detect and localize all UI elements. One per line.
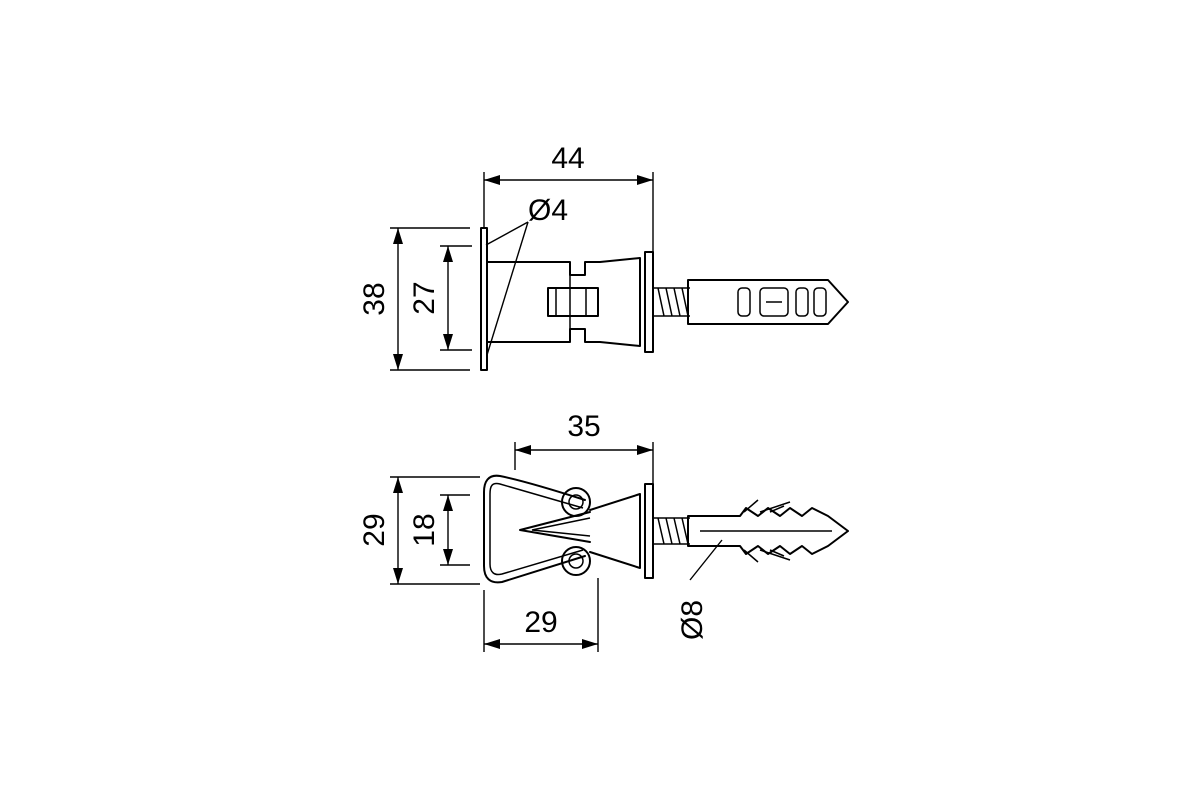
side-roller-bottom-hub <box>568 553 584 569</box>
dim-38-arrow-top <box>393 228 403 244</box>
top-base-plate <box>480 227 488 371</box>
top-hinge-core <box>555 287 587 317</box>
dowel-leader <box>689 539 723 581</box>
side-view: 35 29 18 29 Ø8 <box>358 410 849 652</box>
top-dowel-slot-1 <box>737 287 751 317</box>
dim-29h-arrow-right <box>582 639 598 649</box>
dim-27-arrow-top <box>443 246 453 262</box>
top-view: 44 Ø4 38 27 <box>358 142 849 371</box>
top-dowel-slot-4 <box>813 287 827 317</box>
dim-29v-arrow-top <box>393 477 403 493</box>
side-spring-clip <box>483 474 586 584</box>
side-roller-top <box>561 487 591 517</box>
side-roller-bottom <box>561 546 591 576</box>
side-dowel-barb-top <box>743 499 791 513</box>
hole-leader-2 <box>486 221 529 356</box>
hole-diameter-label: Ø4 <box>528 194 568 227</box>
side-dowel-barb-bottom <box>743 549 791 563</box>
side-spring-clip-inner <box>489 482 584 576</box>
dim-44-arrow-right <box>637 175 653 185</box>
dowel-diameter-label: Ø8 <box>676 600 709 640</box>
dim-27-label: 27 <box>408 281 441 314</box>
dim-29h-arrow-left <box>484 639 500 649</box>
dim-35-arrow-right <box>637 445 653 455</box>
top-flange <box>644 251 654 353</box>
hole-leader-1 <box>485 221 529 246</box>
dim-29h-label: 29 <box>524 606 557 639</box>
dim-29v-arrow-bottom <box>393 568 403 584</box>
side-flange <box>644 483 654 579</box>
dim-18-arrow-bottom <box>443 549 453 565</box>
dim-18-label: 18 <box>408 513 441 546</box>
dim-35-label: 35 <box>567 410 600 443</box>
top-clip-body <box>486 257 641 347</box>
side-dowel <box>687 507 849 555</box>
dim-27-arrow-bottom <box>443 334 453 350</box>
side-v-catch-inner <box>531 517 591 537</box>
top-dowel-slot-3 <box>795 287 809 317</box>
side-tapered-body <box>589 493 641 569</box>
dim-18-arrow-top <box>443 495 453 511</box>
dim-44-label: 44 <box>551 142 584 175</box>
dim-29v-label: 29 <box>358 513 391 546</box>
dim-44-arrow-left <box>484 175 500 185</box>
side-roller-top-hub <box>568 494 584 510</box>
side-screw-thread <box>653 517 690 545</box>
dim-38-arrow-bottom <box>393 354 403 370</box>
side-v-catch <box>519 511 591 543</box>
dim-35-arrow-left <box>515 445 531 455</box>
top-screw-thread <box>653 287 690 317</box>
top-dowel-slot-2 <box>759 287 789 317</box>
dim-38-label: 38 <box>358 282 391 315</box>
top-dowel <box>687 279 849 325</box>
